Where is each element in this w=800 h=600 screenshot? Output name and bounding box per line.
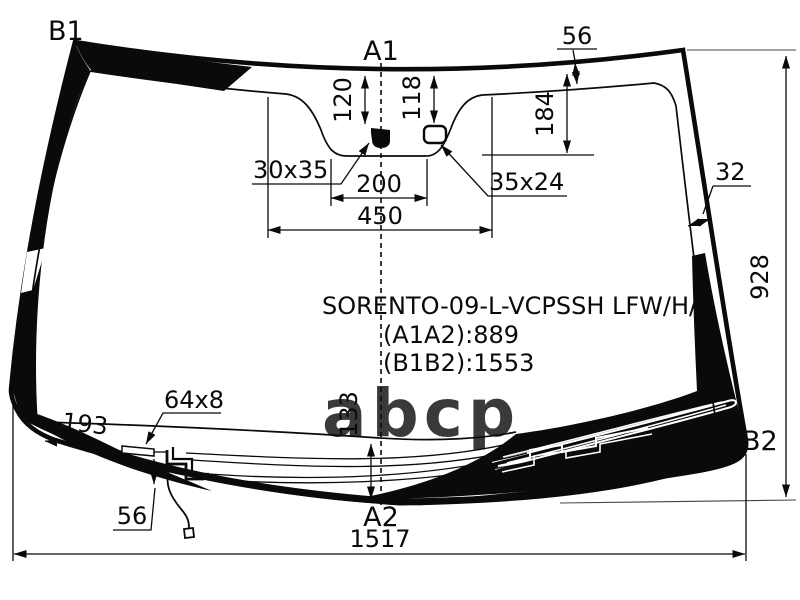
heater-wire-2 xyxy=(191,448,521,468)
diagonal-b1b2: (B1B2):1553 xyxy=(383,349,534,377)
dim-56-bottom-leader xyxy=(113,487,156,531)
part-code: SORENTO-09-L-VCPSSH LFW/H/X xyxy=(322,292,714,320)
dim-64x8: 64x8 xyxy=(164,386,224,414)
dim-35x24: 35x24 xyxy=(489,168,564,196)
heater-stripe-step xyxy=(497,427,649,467)
connector-cable xyxy=(166,465,190,529)
dim-133: 133 xyxy=(335,391,363,437)
dim-450-ext xyxy=(267,97,493,238)
label-b1: B1 xyxy=(48,16,84,47)
frit-left-band xyxy=(12,42,90,424)
dim-35x24-leader xyxy=(440,144,567,197)
dim-56-top-arrow xyxy=(571,62,581,85)
connector-pad xyxy=(121,445,155,457)
frit-inner-edge-bottom xyxy=(21,70,517,441)
connector-plug xyxy=(183,527,195,539)
heater-wire-4 xyxy=(203,461,531,484)
frit-top-band xyxy=(75,42,252,91)
frit-left-band-notch xyxy=(21,248,46,293)
dim-32: 32 xyxy=(715,158,746,186)
watermark-logo: abcp xyxy=(322,375,520,452)
wire-stair-inner xyxy=(171,447,209,476)
dim-184: 184 xyxy=(531,91,559,137)
label-a2: A2 xyxy=(363,502,399,533)
heater-wire-1 xyxy=(185,441,517,460)
dim-928: 928 xyxy=(746,254,774,300)
wire-stair-outer xyxy=(165,450,204,481)
frit-right-corner xyxy=(350,253,747,500)
frit-inner-edge-top xyxy=(89,70,719,437)
rain-sensor xyxy=(422,124,448,145)
dim-32-arrow xyxy=(687,218,711,227)
dim-450: 450 xyxy=(357,202,403,230)
dim-56-top-underline xyxy=(557,48,597,62)
label-a1: A1 xyxy=(363,36,399,67)
heater-stripe-loop xyxy=(491,399,737,470)
dim-1517: 1517 xyxy=(349,525,410,553)
dim-30x35: 30x35 xyxy=(253,156,328,184)
dim-56-bottom: 56 xyxy=(117,502,148,530)
dim-928-ext-bottom xyxy=(559,499,797,504)
dim-200: 200 xyxy=(356,170,402,198)
label-b2: B2 xyxy=(742,426,778,457)
dim-193-line xyxy=(44,438,122,454)
dim-1517-ext xyxy=(12,396,747,561)
heater-stripe-step2 xyxy=(501,433,653,473)
dim-32-leader xyxy=(702,185,751,215)
diagonal-a1a2: (A1A2):889 xyxy=(383,321,519,349)
dim-56-top: 56 xyxy=(562,22,593,50)
dim-120: 120 xyxy=(329,77,357,123)
dim-30x35-leader xyxy=(252,142,370,185)
dim-118: 118 xyxy=(398,75,426,121)
dim-64x8-leader xyxy=(145,412,221,445)
dim-193: 193 xyxy=(61,407,110,440)
